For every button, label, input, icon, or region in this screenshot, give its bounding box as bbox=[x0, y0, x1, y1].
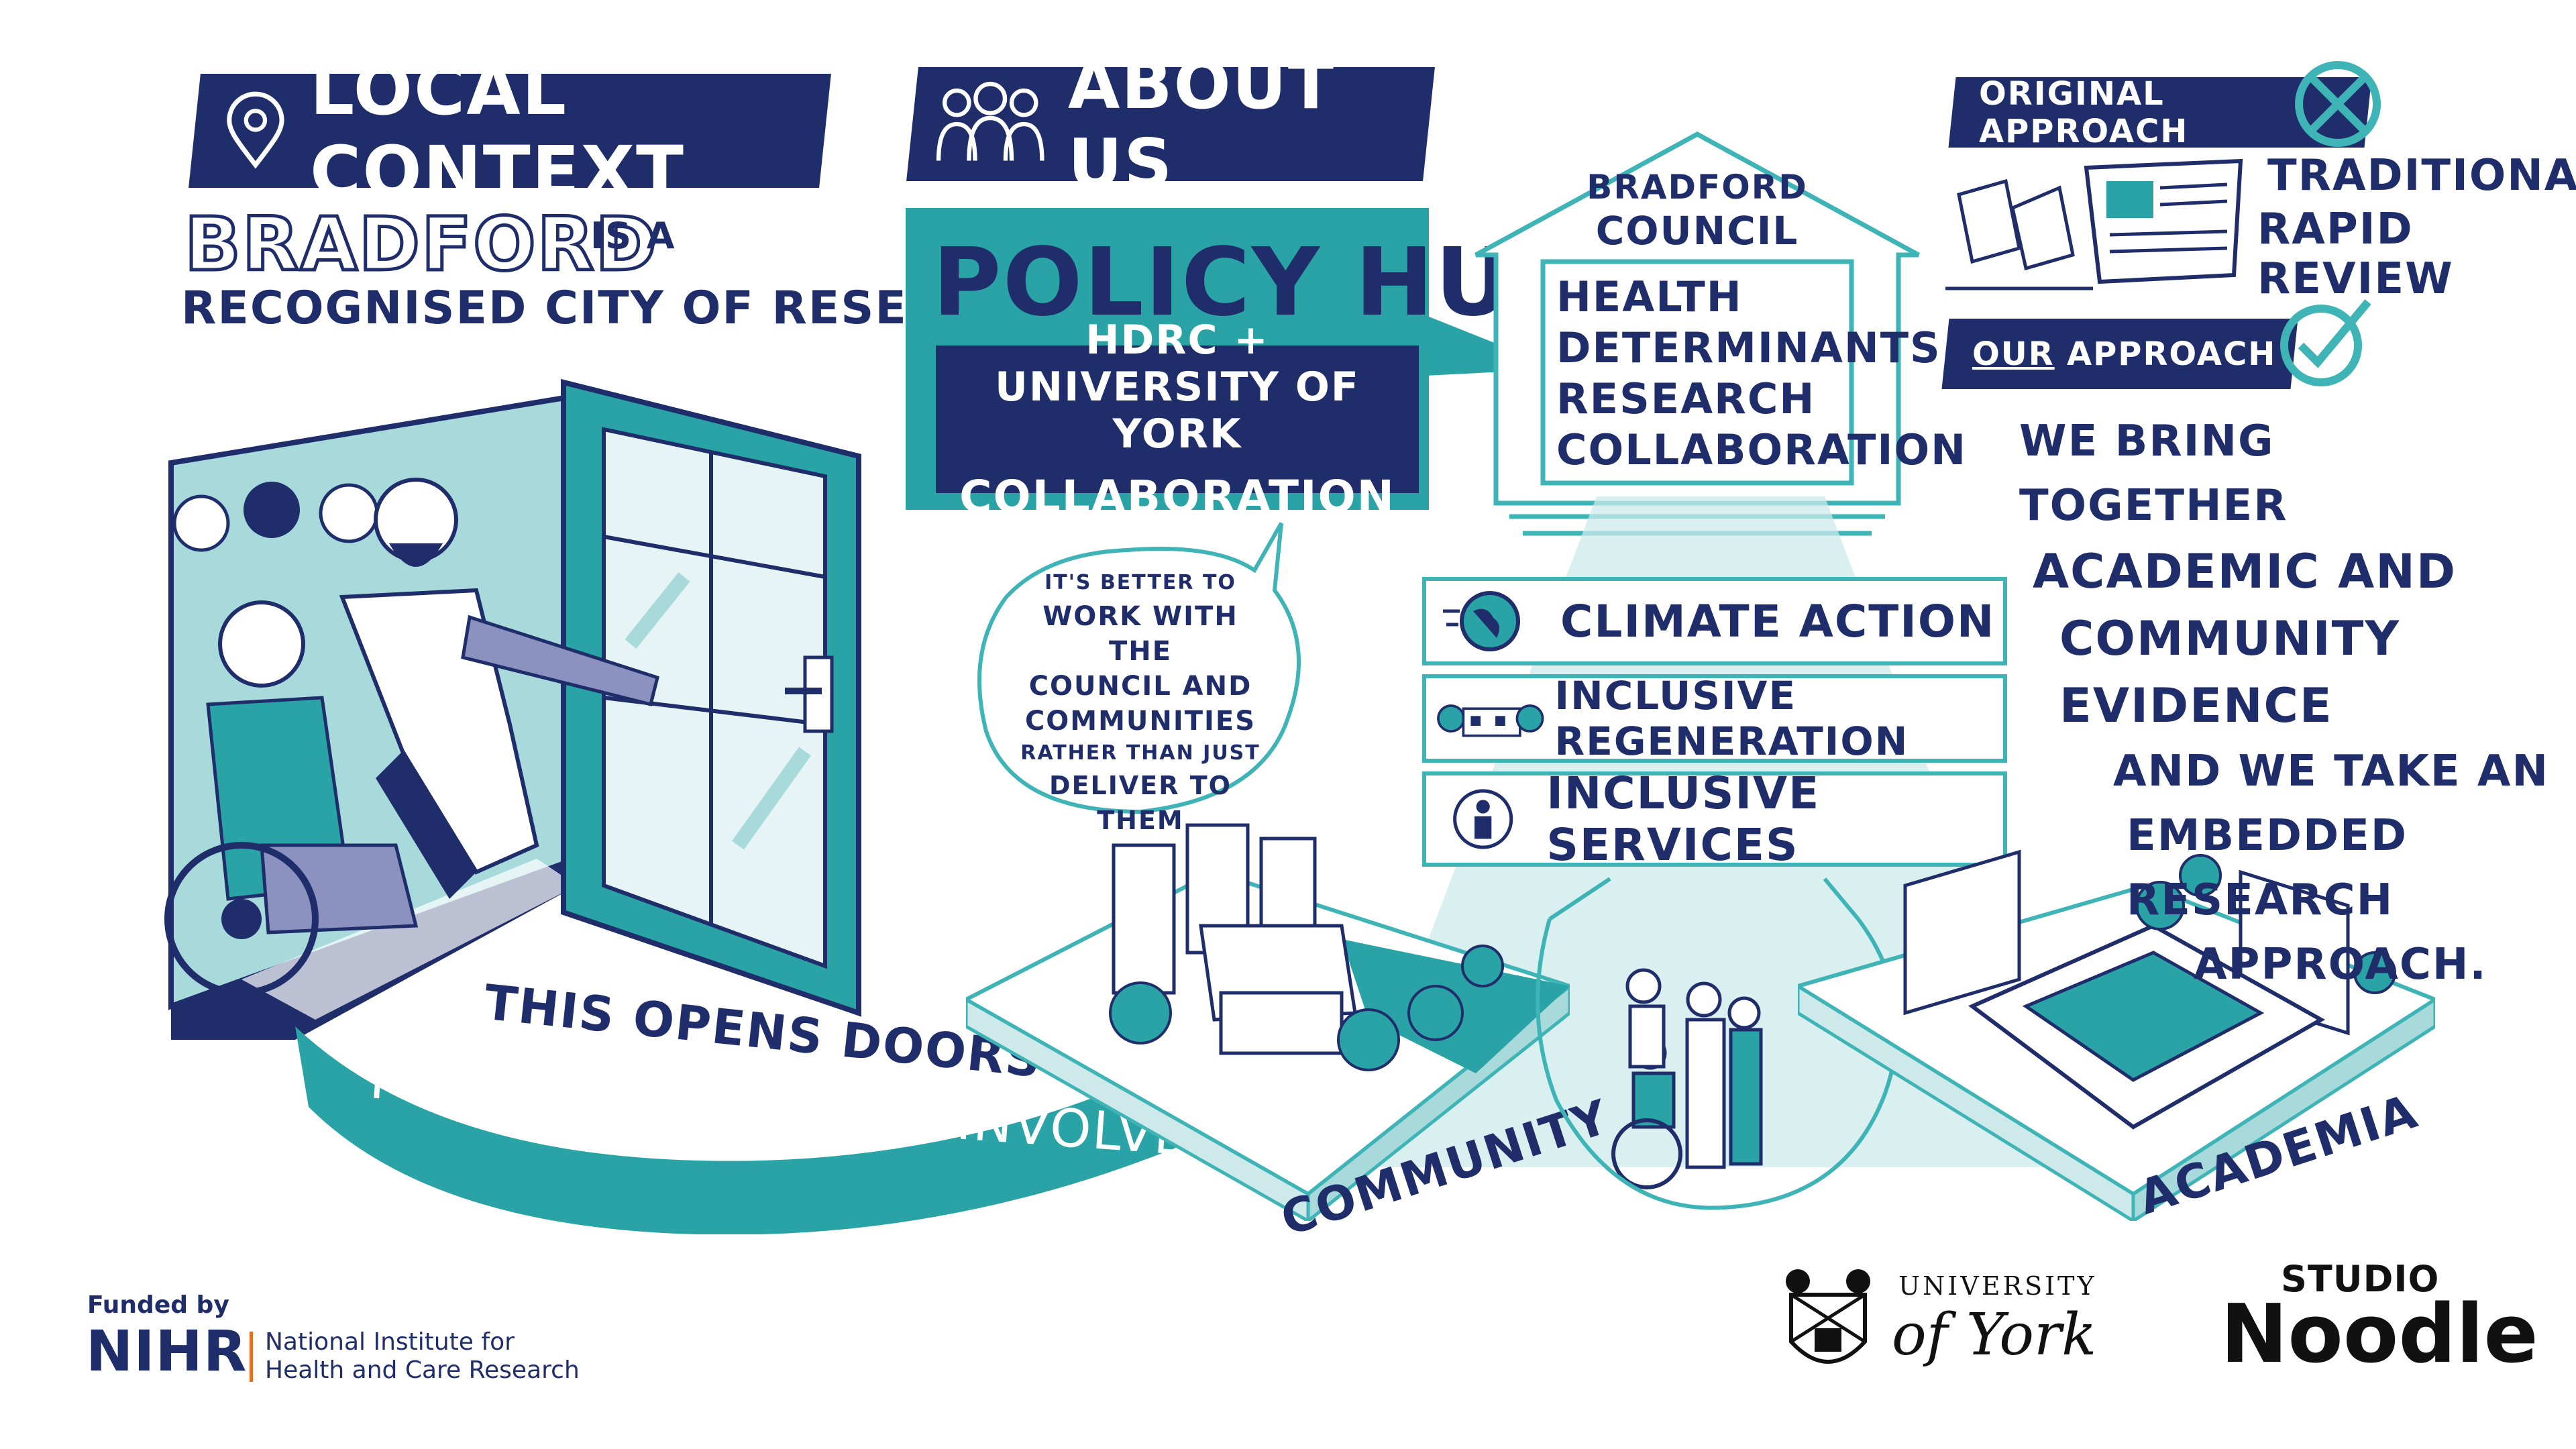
location-pin-icon bbox=[227, 91, 284, 169]
nihr-logo: NIHR bbox=[86, 1318, 248, 1384]
noodle-logo: Noodle bbox=[2220, 1288, 2538, 1381]
nihr-line1: National Institute for bbox=[265, 1328, 515, 1356]
speech-line: IT'S BETTER TO bbox=[1044, 571, 1236, 594]
nihr-line2: Health and Care Research bbox=[265, 1356, 580, 1384]
york-of-york-text: of York bbox=[1892, 1301, 2097, 1368]
funded-by-text: Funded by bbox=[87, 1291, 229, 1319]
about-us-banner: ABOUT US bbox=[906, 46, 1435, 203]
opens-doors-arc bbox=[295, 1026, 1194, 1234]
speech-line: RATHER THAN JUST bbox=[1020, 741, 1260, 765]
council-title-line1: BRADFORD bbox=[1587, 168, 1808, 207]
speech-line: WORK WITH THE bbox=[1042, 601, 1238, 667]
hdrc-text-block: HEALTH DETERMINANTS RESEARCH COLLABORATI… bbox=[1556, 272, 1968, 476]
local-context-banner: LOCAL CONTEXT bbox=[189, 49, 831, 213]
theme-inclusive-regeneration: INCLUSIVE REGENERATION bbox=[1422, 673, 2007, 764]
speech-line: COMMUNITIES bbox=[1024, 706, 1256, 737]
is-a-text: IS A bbox=[590, 215, 676, 257]
speech-line: DELIVER TO THEM bbox=[1049, 771, 1232, 835]
policy-hub-title: POLICY HUB bbox=[932, 228, 1586, 337]
statement-line: WE BRING TOGETHER bbox=[2019, 417, 2288, 531]
theme-label: INCLUSIVE REGENERATION bbox=[1554, 673, 1909, 764]
check-icon bbox=[2280, 299, 2371, 386]
cross-icon bbox=[2295, 61, 2381, 147]
statement-line: EMBEDDED RESEARCH bbox=[2127, 811, 2408, 925]
hdrc-line: HEALTH bbox=[1556, 272, 1743, 321]
hdrc-line: DETERMINANTS bbox=[1556, 323, 1941, 372]
our-approach-banner: OUR APPROACH bbox=[1941, 319, 2298, 389]
community-block bbox=[966, 823, 1570, 1221]
statement-line: COMMUNITY EVIDENCE bbox=[2059, 611, 2401, 733]
collab-line1: HDRC + UNIVERSITY OF YORK bbox=[995, 316, 1360, 458]
theme-label: CLIMATE ACTION bbox=[1560, 595, 1996, 647]
collab-box: HDRC + UNIVERSITY OF YORK COLLABORATION bbox=[936, 317, 1419, 523]
hdrc-line: RESEARCH bbox=[1556, 374, 1816, 423]
local-context-title: LOCAL CONTEXT bbox=[309, 49, 685, 213]
academia-block bbox=[1798, 849, 2435, 1221]
people-group-center bbox=[1611, 968, 1763, 1189]
open-door-illustration bbox=[164, 378, 861, 1040]
nihr-divider bbox=[250, 1332, 253, 1382]
our-approach-rest: APPROACH bbox=[2066, 335, 2277, 373]
traditional-line1: TRADITIONAL bbox=[2267, 151, 2576, 201]
approach-statement: WE BRING TOGETHER ACADEMIC AND COMMUNITY… bbox=[2006, 409, 2556, 997]
about-us-title: ABOUT US bbox=[1068, 46, 1336, 203]
speech-text: IT'S BETTER TO WORK WITH THE COUNCIL AND… bbox=[1006, 567, 1275, 838]
globe-icon bbox=[1443, 591, 1520, 651]
collab-line2: COLLABORATION bbox=[959, 470, 1395, 523]
our-word: OUR bbox=[1972, 335, 2055, 373]
statement-line: AND WE TAKE AN bbox=[2113, 747, 2549, 796]
theme-climate-action: CLIMATE ACTION bbox=[1422, 577, 2007, 665]
theme-label: INCLUSIVE SERVICES bbox=[1546, 767, 1821, 871]
bradford-word: BRADFORD bbox=[183, 200, 659, 289]
papers-icon bbox=[1945, 158, 2243, 290]
statement-line: ACADEMIC AND bbox=[2033, 544, 2457, 599]
york-crest-icon bbox=[1786, 1269, 1870, 1364]
hdrc-line: COLLABORATION bbox=[1556, 425, 1968, 474]
info-person-icon bbox=[1453, 789, 1513, 849]
statement-line: APPROACH. bbox=[2194, 940, 2487, 989]
speech-bubble bbox=[977, 522, 1301, 814]
theme-inclusive-services: INCLUSIVE SERVICES bbox=[1422, 767, 2007, 871]
york-university-text: UNIVERSITY bbox=[1898, 1271, 2097, 1301]
traditional-line2: RAPID REVIEW bbox=[2257, 205, 2454, 304]
council-title-line2: COUNCIL bbox=[1595, 208, 1799, 254]
speech-line: COUNCIL AND bbox=[1028, 671, 1252, 702]
studio-text: STUDIO bbox=[2281, 1258, 2440, 1300]
people-group-icon bbox=[936, 81, 1044, 161]
nihr-full-name: National Institute for Health and Care R… bbox=[265, 1328, 580, 1385]
building-icon bbox=[1437, 704, 1544, 737]
